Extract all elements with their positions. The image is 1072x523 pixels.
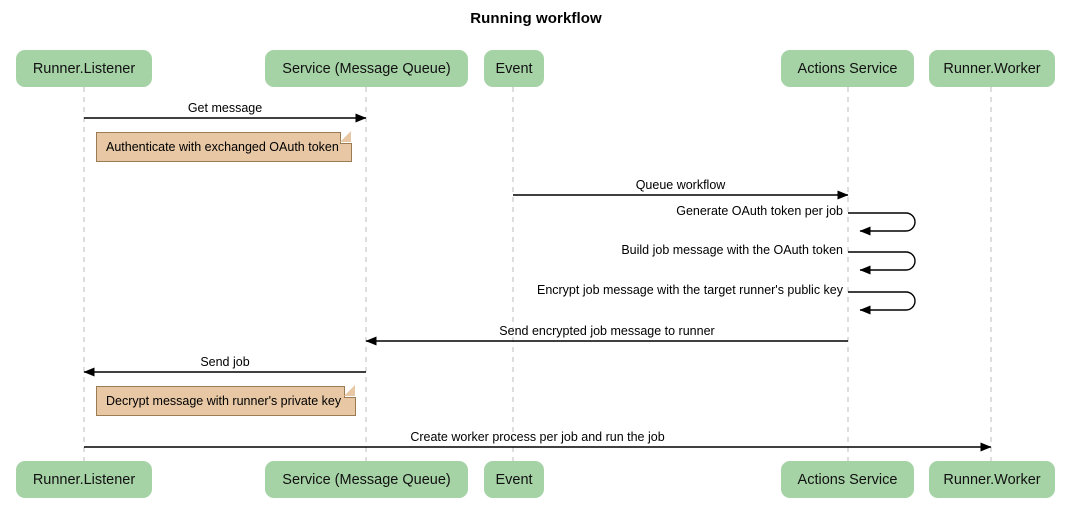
note-fold-corner-icon bbox=[344, 385, 356, 398]
note-note-decrypt: Decrypt message with runner's private ke… bbox=[96, 385, 356, 416]
participant-actions-service-bottom[interactable]: Actions Service bbox=[781, 461, 914, 498]
note-note-authenticate: Authenticate with exchanged OAuth token bbox=[96, 131, 352, 162]
page-title: Running workflow bbox=[470, 10, 602, 27]
note-text: Decrypt message with runner's private ke… bbox=[106, 394, 342, 408]
self-message-label-build-message: Build job message with the OAuth token bbox=[621, 243, 843, 257]
participant-runner-worker-top[interactable]: Runner.Worker bbox=[929, 50, 1055, 87]
participant-label: Event bbox=[495, 471, 533, 488]
self-message-arrow-build-message bbox=[848, 251, 916, 275]
participant-runner-listener-top[interactable]: Runner.Listener bbox=[16, 50, 152, 87]
lifelines-group bbox=[83, 87, 992, 461]
participant-label: Service (Message Queue) bbox=[282, 60, 451, 77]
message-label-send-job: Send job bbox=[200, 355, 250, 369]
participant-label: Runner.Worker bbox=[943, 60, 1041, 77]
self-message-label-generate-token: Generate OAuth token per job bbox=[676, 204, 843, 218]
participant-label: Service (Message Queue) bbox=[282, 471, 451, 488]
participant-runner-worker-bottom[interactable]: Runner.Worker bbox=[929, 461, 1055, 498]
participant-service-mq-top[interactable]: Service (Message Queue) bbox=[265, 50, 468, 87]
participant-label: Actions Service bbox=[797, 60, 898, 77]
message-label-queue-workflow: Queue workflow bbox=[635, 178, 726, 192]
message-label-send-encrypted: Send encrypted job message to runner bbox=[499, 324, 715, 338]
message-label-get-message: Get message bbox=[187, 101, 263, 115]
participant-label: Event bbox=[495, 60, 533, 77]
participant-runner-listener-bottom[interactable]: Runner.Listener bbox=[16, 461, 152, 498]
participant-label: Actions Service bbox=[797, 471, 898, 488]
participant-actions-service-top[interactable]: Actions Service bbox=[781, 50, 914, 87]
note-fold-corner-icon bbox=[340, 131, 352, 144]
arrows-group bbox=[83, 113, 992, 452]
participant-event-top[interactable]: Event bbox=[484, 50, 544, 87]
participant-label: Runner.Worker bbox=[943, 471, 1041, 488]
message-label-create-worker: Create worker process per job and run th… bbox=[410, 430, 665, 444]
self-message-arrow-generate-token bbox=[848, 212, 916, 236]
participant-event-bottom[interactable]: Event bbox=[484, 461, 544, 498]
self-message-arrow-encrypt-message bbox=[848, 291, 916, 315]
self-message-label-encrypt-message: Encrypt job message with the target runn… bbox=[536, 283, 843, 297]
participant-label: Runner.Listener bbox=[32, 60, 136, 77]
participant-service-mq-bottom[interactable]: Service (Message Queue) bbox=[265, 461, 468, 498]
note-text: Authenticate with exchanged OAuth token bbox=[106, 140, 339, 154]
participant-label: Runner.Listener bbox=[32, 471, 136, 488]
